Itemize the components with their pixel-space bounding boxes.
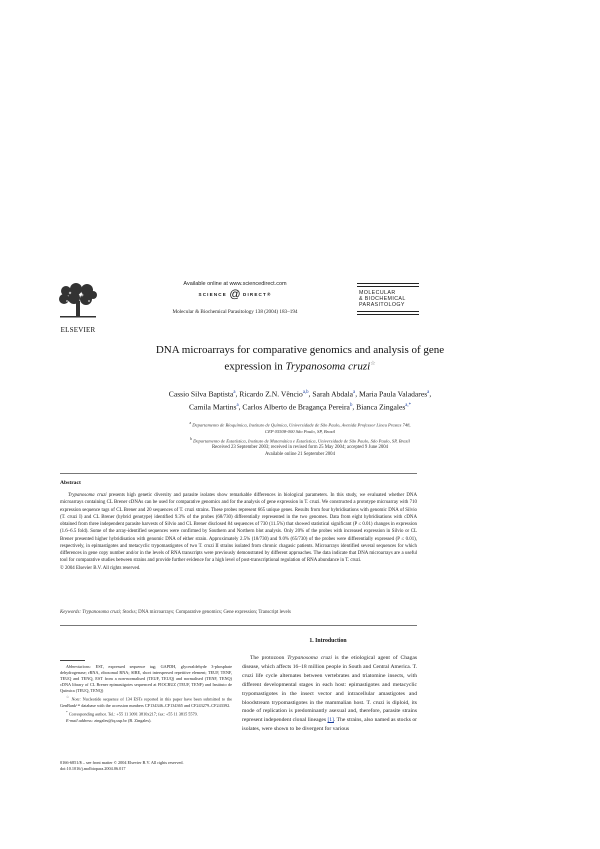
footnote-text: EST, expressed sequence tag; GAPDH, glyc… (60, 664, 232, 694)
intro-text: . The strains, also named as stocks or i… (242, 717, 417, 733)
affiliation-b: b Departamento de Estatística, Instituto… (60, 436, 540, 445)
sciencedirect-left: SCIENCE (198, 292, 227, 297)
title-line-2: expression in Trypanosoma cruzi☆ (60, 357, 540, 374)
elsevier-logo: ELSEVIER (56, 283, 100, 334)
doi-link[interactable]: doi:10.1016/j.molbiopara.2004.06.017 (60, 766, 126, 772)
sciencedirect-right: DIRECT® (243, 292, 272, 297)
author-name: Ricardo Z.N. Vêncio (239, 389, 303, 399)
author-name: Maria Paula Valadares (358, 389, 428, 399)
logo-rule-top (357, 283, 419, 287)
affiliations: a Departamento de Bioquímica, Instituto … (60, 420, 540, 445)
abstract-top-rule (60, 473, 417, 474)
journal-logo-line: & BIOCHEMICAL (359, 295, 406, 302)
author-name: Bianca Zingales (356, 402, 406, 412)
header-center: Available online at www.sciencedirect.co… (150, 280, 320, 315)
intro-text: is the etiological agent of Chagas disea… (242, 655, 417, 724)
title-text: expression in (224, 360, 286, 373)
publisher-name: ELSEVIER (60, 326, 96, 334)
abstract-text: presents high genetic diversity and para… (60, 493, 418, 564)
abstract-heading: Abstract (60, 480, 81, 486)
affiliation-a: a Departamento de Bioquímica, Instituto … (60, 420, 540, 429)
introduction-heading: 1. Introduction (309, 638, 347, 644)
author-affiliation-link[interactable]: a,* (405, 402, 412, 408)
issn-doi: 0166-6851/$ – see front matter © 2004 El… (60, 760, 232, 773)
article-dates: Received 23 September 2003; received in … (60, 445, 540, 459)
footnote-email: E-mail address: zingales@iq.usp.br (B. Z… (60, 718, 232, 724)
footnote-text: Nucleotide sequence of 134 ESTs reported… (60, 696, 233, 708)
title-species: Trypanosoma cruzi (285, 360, 371, 373)
affiliation-a-line2: CEP 05508-000 São Paulo, SP, Brazil (264, 429, 336, 435)
abstract-copyright: © 2004 Elsevier B.V. All rights reserved… (60, 565, 141, 571)
footnote-label: Note: (71, 696, 81, 702)
footnote-note: ☆ Note: Nucleotide sequence of 134 ESTs … (60, 694, 232, 709)
journal-logo-text: MOLECULAR & BIOCHEMICAL PARASITOLOGY (357, 287, 419, 312)
author-affiliation-link[interactable]: a (353, 390, 356, 395)
affiliation-mark: a (189, 421, 192, 425)
footnote-mark: * (66, 710, 68, 715)
author-affiliation-link[interactable]: a,b (302, 390, 309, 395)
footnotes: Abbreviations: EST, expressed sequence t… (60, 664, 232, 724)
footnote-label: Abbreviations: (66, 664, 92, 669)
author-name: Sarah Abdala (312, 389, 354, 399)
intro-text: The protozoon (250, 655, 288, 661)
intro-species: Trypanosoma cruzi (287, 655, 332, 661)
available-online-link[interactable]: Available online at www.sciencedirect.co… (183, 281, 287, 287)
abstract-paragraph: Trypanosoma cruzi presents high genetic … (60, 492, 417, 565)
footnote-rule (60, 660, 85, 661)
logo-rule-bottom (357, 311, 419, 315)
footnote-text: Corresponding author. Tel.: +55 11 3091 … (67, 711, 198, 717)
author-affiliation-link[interactable]: b (349, 402, 353, 408)
citation-link[interactable]: [1] (327, 717, 334, 724)
issn-line: 0166-6851/$ – see front matter © 2004 El… (60, 760, 184, 765)
author-affiliation-link[interactable]: a (236, 402, 239, 408)
journal-logo-line: MOLECULAR (359, 289, 396, 296)
author-line-2: Camila Martinsa, Carlos Alberto de Braga… (188, 402, 412, 412)
intro-paragraph: The protozoon Trypanosoma cruzi is the e… (242, 654, 417, 734)
abstract-species: Trypanosoma cruzi (68, 493, 107, 498)
author-name: Carlos Alberto de Bragança Pereira (242, 402, 350, 412)
email-link[interactable]: zingales@iq.usp.br (B. Zingales). (93, 717, 152, 723)
keywords-list: ; Stocks; DNA microarrays; Comparative g… (119, 610, 291, 615)
author-affiliation-link[interactable]: a (233, 390, 236, 395)
affiliation-text: Departamento de Estatística, Instituto d… (193, 438, 410, 444)
author-line-1: Cassio Silva Baptistaa, Ricardo Z.N. Vên… (168, 389, 432, 399)
elsevier-tree-icon (59, 283, 97, 318)
journal-logo-line: PARASITOLOGY (359, 301, 405, 308)
sciencedirect-at-icon: @ (229, 288, 241, 301)
abstract-body: Trypanosoma cruzi presents high genetic … (60, 492, 417, 572)
journal-citation: Molecular & Biochemical Parasitology 138… (172, 309, 298, 316)
section-divider (60, 625, 417, 626)
author-affiliation-link[interactable]: a (427, 390, 430, 395)
title-footnote-mark[interactable]: ☆ (370, 361, 376, 367)
author-name: Camila Martins (188, 402, 237, 412)
journal-logo: MOLECULAR & BIOCHEMICAL PARASITOLOGY (357, 283, 419, 315)
author-name: Cassio Silva Baptista (168, 389, 234, 399)
footnote-abbreviations: Abbreviations: EST, expressed sequence t… (60, 664, 232, 694)
footnote-corresponding: * Corresponding author. Tel.: +55 11 309… (60, 709, 232, 718)
keyword-species: Trypanosoma cruzi (82, 610, 120, 615)
sciencedirect-logo[interactable]: SCIENCE @ DIRECT® (150, 289, 320, 300)
available-online-date: Available online 21 September 2004 (265, 451, 335, 457)
affiliation-mark: b (190, 437, 192, 442)
keywords-label: Keywords: (60, 610, 82, 615)
title-line-1: DNA microarrays for comparative genomics… (155, 344, 445, 356)
affiliation-text: Departamento de Bioquímica, Instituto de… (192, 422, 411, 428)
footnote-mark: ☆ (66, 695, 70, 700)
introduction-body: The protozoon Trypanosoma cruzi is the e… (242, 654, 417, 734)
received-dates: Received 23 September 2003; received in … (211, 445, 389, 450)
keywords: Keywords: Trypanosoma cruzi; Stocks; DNA… (60, 610, 417, 615)
footnote-label: E-mail address: (66, 717, 94, 723)
author-list: Cassio Silva Baptistaa, Ricardo Z.N. Vên… (60, 387, 540, 412)
article-title: DNA microarrays for comparative genomics… (60, 343, 540, 374)
